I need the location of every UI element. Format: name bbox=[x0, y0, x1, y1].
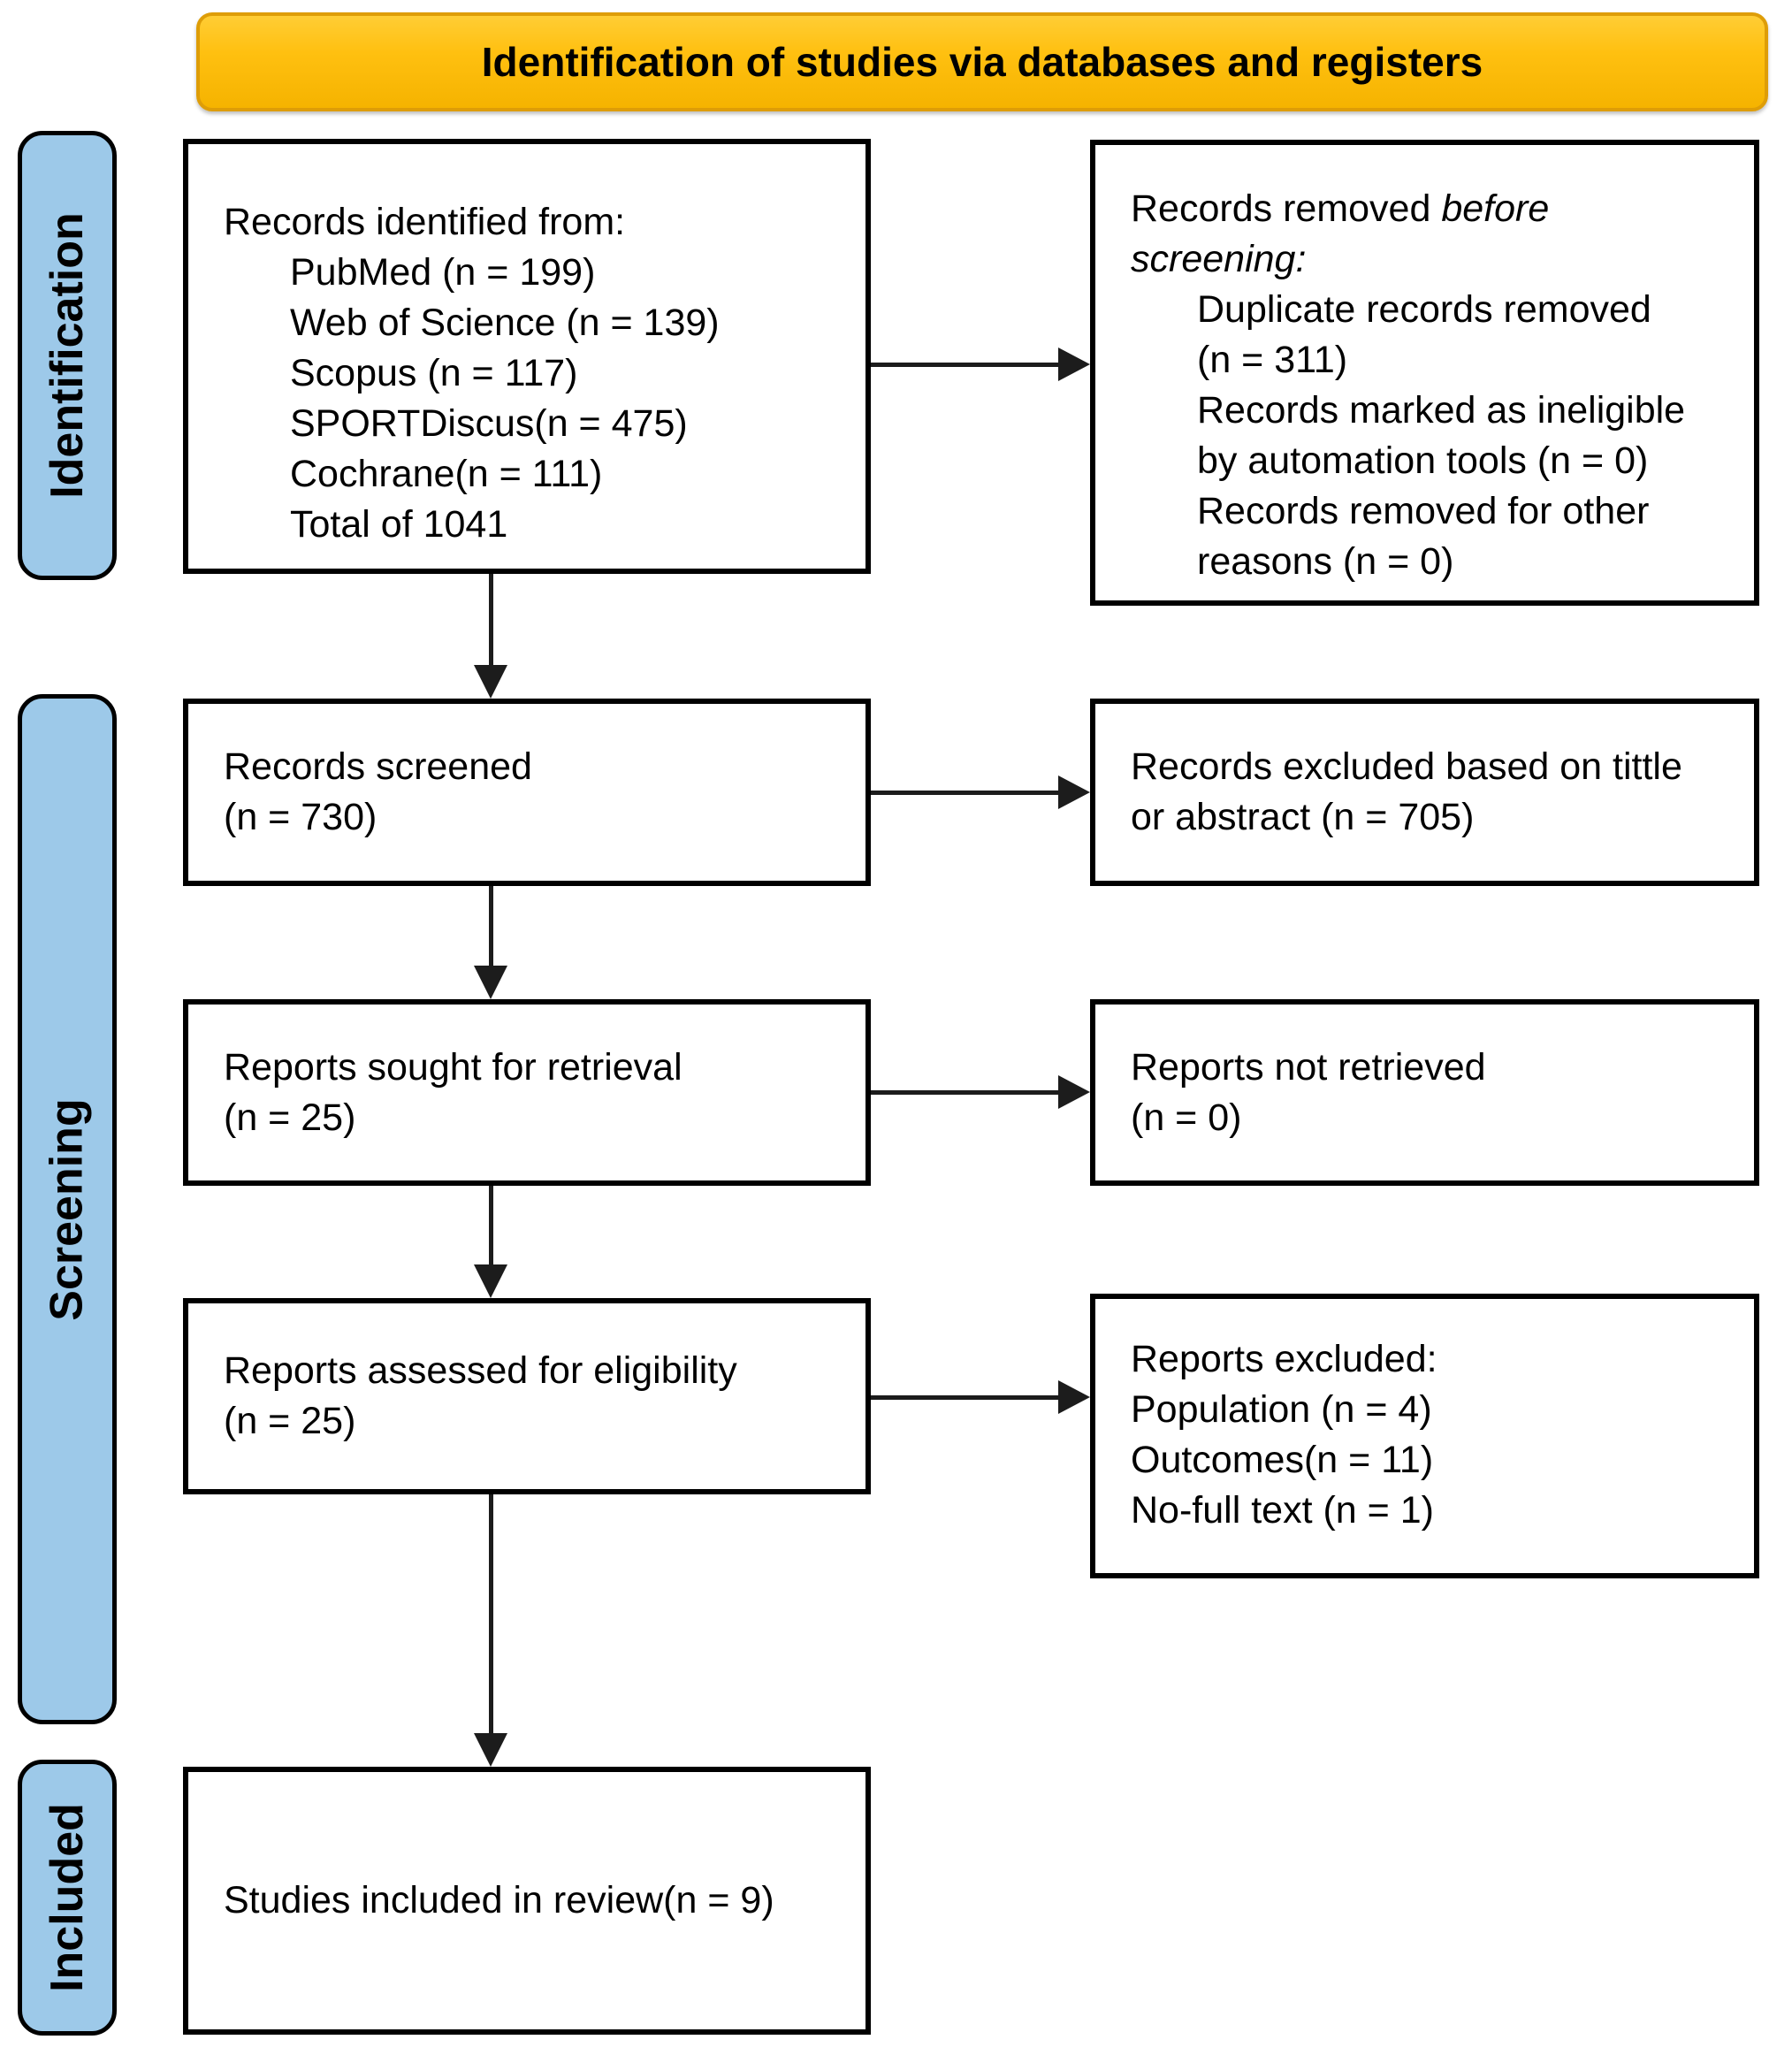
reports-sought-text: Reports sought for retrieval (n = 25) bbox=[224, 1045, 682, 1139]
records-screened-text: Records screened (n = 730) bbox=[224, 745, 532, 838]
arrowhead-right-icon bbox=[1058, 348, 1090, 381]
removal-reason-item: Duplicate records removed (n = 311) bbox=[1197, 288, 1651, 381]
db-count-item: Total of 1041 bbox=[290, 503, 508, 546]
arrow-line bbox=[489, 574, 493, 665]
removal-reason-item: Records marked as ineligible by automati… bbox=[1197, 389, 1686, 482]
arrowhead-right-icon bbox=[1058, 1075, 1090, 1109]
arrow-line bbox=[871, 1090, 1058, 1095]
records-removed-title: Records removed before screening: bbox=[1131, 187, 1550, 280]
exclusion-reason-item: No-full text (n = 1) bbox=[1131, 1489, 1434, 1532]
box-reports-excluded: Reports excluded: Population (n = 4) Out… bbox=[1090, 1294, 1759, 1578]
reports-not-retrieved-text: Reports not retrieved (n = 0) bbox=[1131, 1045, 1486, 1139]
arrowhead-down-icon bbox=[474, 1264, 507, 1298]
records-identified-list: PubMed (n = 199) Web of Science (n = 139… bbox=[224, 248, 839, 550]
db-count-item: Scopus (n = 117) bbox=[290, 352, 578, 394]
box-records-identified: Records identified from: PubMed (n = 199… bbox=[183, 139, 871, 574]
stage-label-screening: Screening bbox=[42, 1097, 94, 1321]
box-reports-not-retrieved: Reports not retrieved (n = 0) bbox=[1090, 999, 1759, 1186]
box-studies-included: Studies included in review(n = 9) bbox=[183, 1767, 871, 2035]
db-count-item: SPORTDiscus(n = 475) bbox=[290, 402, 688, 445]
stage-label-included: Included bbox=[42, 1803, 94, 1992]
arrowhead-right-icon bbox=[1058, 775, 1090, 809]
arrow-line bbox=[871, 791, 1058, 795]
removal-reason-item: Records removed for other reasons (n = 0… bbox=[1197, 490, 1650, 583]
arrowhead-down-icon bbox=[474, 665, 507, 699]
arrow-line bbox=[489, 886, 493, 966]
db-count-item: Web of Science (n = 139) bbox=[290, 302, 720, 344]
exclusion-reason-item: Population (n = 4) bbox=[1131, 1388, 1432, 1431]
arrow-line bbox=[871, 1395, 1058, 1400]
reports-assessed-text: Reports assessed for eligibility (n = 25… bbox=[224, 1349, 737, 1442]
stage-bar-included: Included bbox=[18, 1760, 117, 2036]
stage-label-identification: Identification bbox=[42, 212, 93, 499]
studies-included-text: Studies included in review(n = 9) bbox=[224, 1879, 774, 1921]
exclusion-reason-item: Outcomes(n = 11) bbox=[1131, 1439, 1434, 1481]
records-excluded-text: Records excluded based on tittle or abst… bbox=[1131, 745, 1682, 838]
box-records-excluded: Records excluded based on tittle or abst… bbox=[1090, 699, 1759, 886]
arrowhead-right-icon bbox=[1058, 1380, 1090, 1414]
banner-title: Identification of studies via databases … bbox=[481, 39, 1483, 85]
reports-excluded-list: Population (n = 4) Outcomes(n = 11) No-f… bbox=[1131, 1385, 1727, 1536]
db-count-item: PubMed (n = 199) bbox=[290, 251, 596, 294]
records-removed-title-italic: before screening: bbox=[1131, 187, 1550, 280]
arrow-line bbox=[871, 363, 1058, 367]
db-count-item: Cochrane(n = 111) bbox=[290, 453, 603, 495]
banner: Identification of studies via databases … bbox=[196, 12, 1768, 111]
box-reports-sought: Reports sought for retrieval (n = 25) bbox=[183, 999, 871, 1186]
arrow-line bbox=[489, 1186, 493, 1264]
arrowhead-down-icon bbox=[474, 1733, 507, 1767]
arrowhead-down-icon bbox=[474, 966, 507, 999]
records-identified-title: Records identified from: bbox=[224, 201, 626, 243]
arrow-line bbox=[489, 1494, 493, 1733]
reports-excluded-title: Reports excluded: bbox=[1131, 1338, 1437, 1380]
box-records-removed: Records removed before screening: Duplic… bbox=[1090, 140, 1759, 606]
box-records-screened: Records screened (n = 730) bbox=[183, 699, 871, 886]
stage-bar-identification: Identification bbox=[18, 131, 117, 580]
records-removed-list: Duplicate records removed (n = 311) Reco… bbox=[1131, 285, 1727, 587]
box-reports-assessed: Reports assessed for eligibility (n = 25… bbox=[183, 1298, 871, 1494]
stage-bar-screening: Screening bbox=[18, 694, 117, 1724]
